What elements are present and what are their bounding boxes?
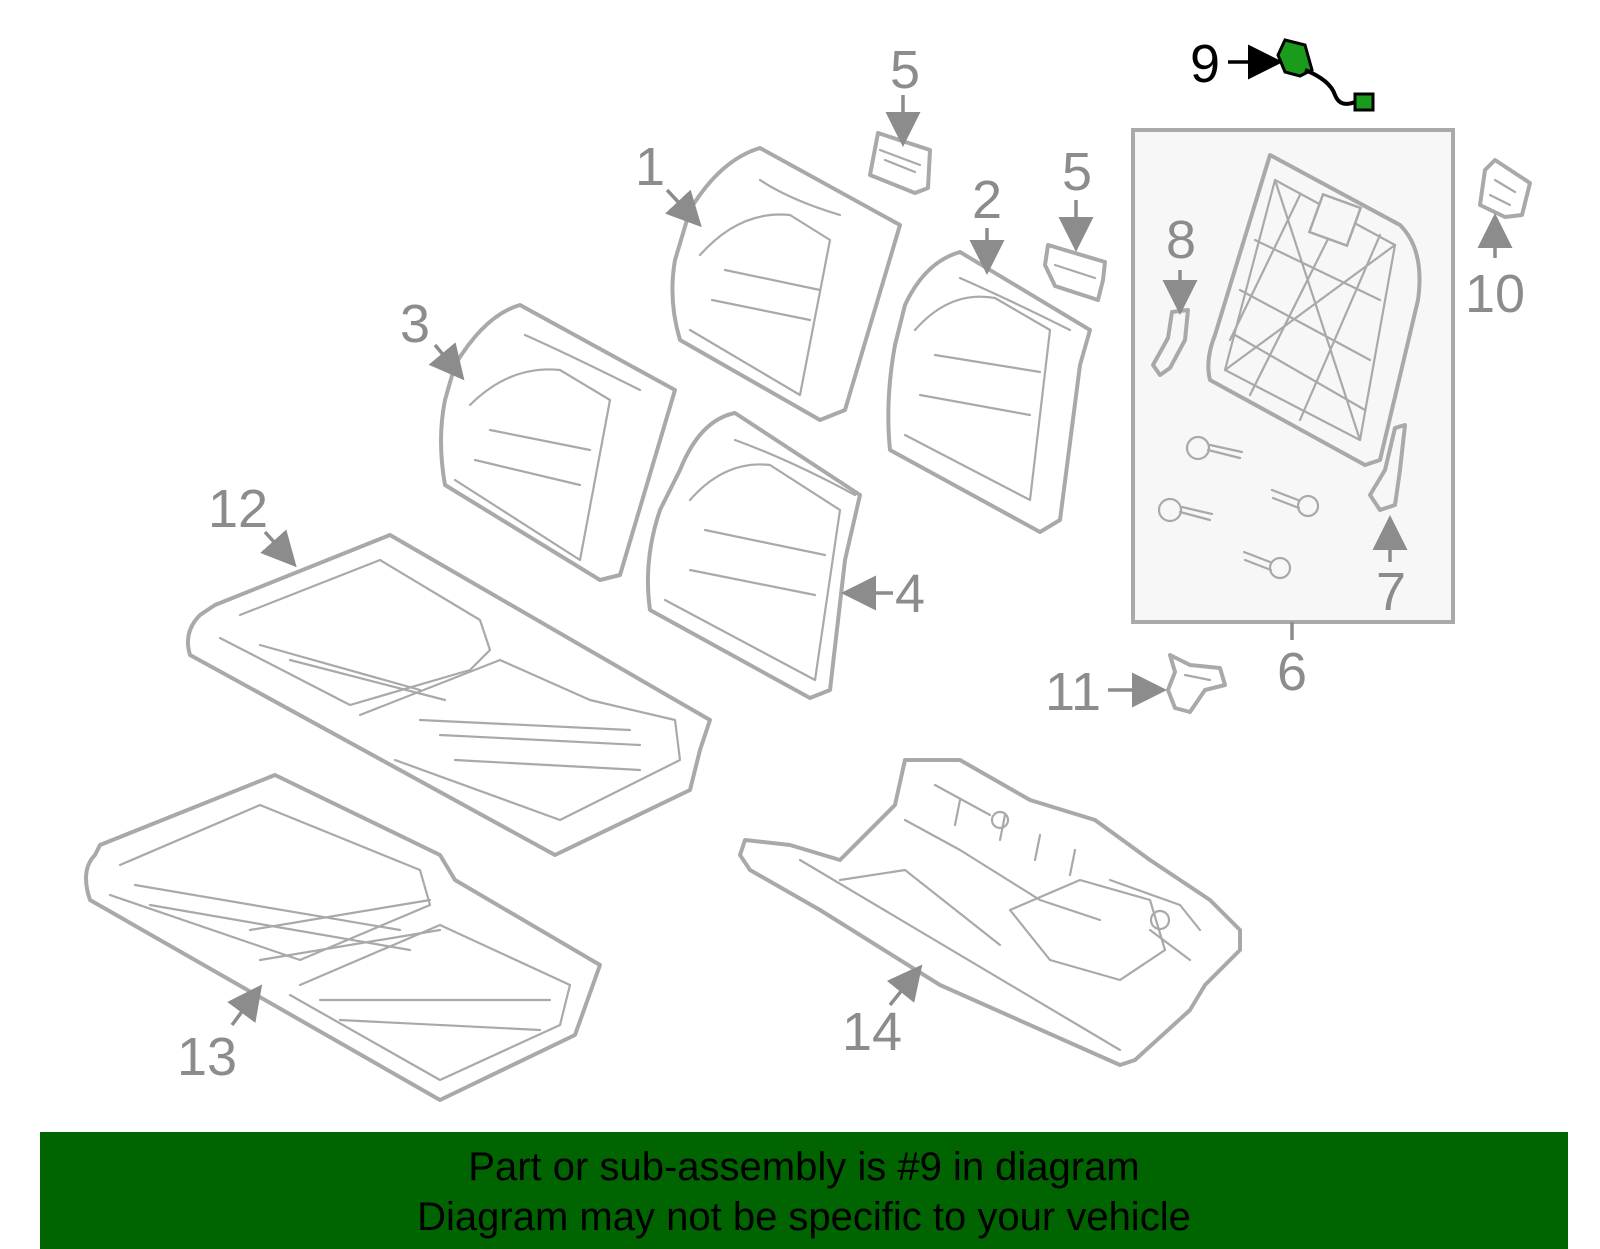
banner-line-part-info: Part or sub-assembly is #9 in diagram (468, 1145, 1140, 1189)
callout-6: 6 (1277, 642, 1307, 702)
part-2-seatback-cover (886, 250, 1092, 534)
part-12-cushion-cover (186, 533, 712, 857)
parts-diagram: 1 2 3 4 5 5 6 7 8 9 10 11 12 13 14 (84, 34, 1532, 1102)
callout-11: 11 (1045, 662, 1101, 722)
part-5-guide-left (868, 131, 932, 195)
callout-14: 14 (842, 1002, 902, 1062)
callout-labels: 1 2 3 4 5 5 6 7 8 9 10 11 12 13 14 (177, 34, 1525, 1087)
callout-12: 12 (208, 479, 268, 539)
info-banner: Part or sub-assembly is #9 in diagram Di… (40, 1132, 1568, 1249)
callout-3: 3 (400, 294, 430, 354)
callout-4: 4 (895, 564, 925, 624)
part-10-bracket (1478, 158, 1532, 219)
part-11-latch (1166, 653, 1227, 714)
callout-5-right: 5 (1062, 142, 1092, 202)
callout-8: 8 (1166, 210, 1196, 270)
part-5-guide-right (1043, 243, 1107, 302)
callout-2: 2 (972, 170, 1002, 230)
callout-10: 10 (1465, 264, 1525, 324)
callout-9: 9 (1190, 34, 1220, 94)
part-14-seat-pan (738, 758, 1242, 1067)
part-1-seatback-cover (670, 146, 902, 422)
banner-line-disclaimer: Diagram may not be specific to your vehi… (417, 1195, 1191, 1239)
part-13-cushion-frame (84, 773, 602, 1102)
part-3-seatback-cover (439, 303, 677, 582)
part-9-wiring-harness (1276, 38, 1375, 112)
part-6-frame-kit-box (1131, 128, 1455, 624)
part-4-seatback-cover (645, 411, 862, 700)
callout-13: 13 (177, 1027, 237, 1087)
callout-5-left: 5 (890, 40, 920, 100)
callout-1: 1 (635, 137, 665, 197)
callout-7: 7 (1376, 562, 1406, 622)
leader-lines (227, 44, 1513, 1027)
